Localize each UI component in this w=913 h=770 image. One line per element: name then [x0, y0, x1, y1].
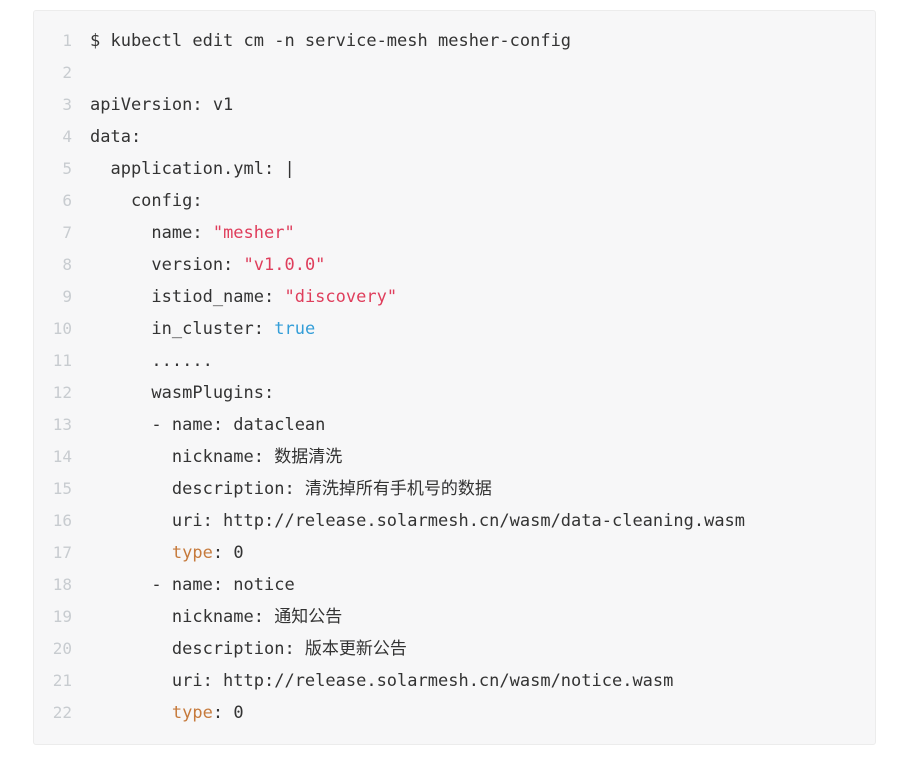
line-number: 1	[62, 31, 72, 50]
code-token-plain: : 0	[212, 703, 244, 723]
line-number: 2	[62, 63, 72, 82]
line-number: 7	[62, 223, 72, 242]
code-text: version: "v1.0.0"	[72, 249, 325, 281]
code-token-plain: - name: dataclean	[90, 415, 326, 435]
code-line: 18 - name: notice	[34, 569, 875, 601]
code-text: $ kubectl edit cm -n service-mesh mesher…	[72, 25, 571, 57]
code-token-plain: version:	[90, 255, 244, 275]
line-number: 14	[52, 447, 72, 466]
code-line: 7 name: "mesher"	[34, 217, 875, 249]
code-text: apiVersion: v1	[72, 89, 233, 121]
line-number: 3	[62, 95, 72, 114]
code-token-plain: wasmPlugins:	[90, 383, 275, 403]
code-token-plain	[90, 543, 172, 563]
code-token-plain: uri: http://release.solarmesh.cn/wasm/da…	[90, 511, 746, 531]
code-line: 3 apiVersion: v1	[34, 89, 875, 121]
code-text: uri: http://release.solarmesh.cn/wasm/da…	[72, 505, 745, 537]
code-text: data:	[72, 121, 141, 153]
code-token-string: "v1.0.0"	[243, 255, 326, 275]
line-number: 8	[62, 255, 72, 274]
code-text: type: 0	[72, 697, 244, 729]
line-number: 20	[52, 639, 72, 658]
line-number: 11	[52, 351, 72, 370]
code-line: 8 version: "v1.0.0"	[34, 249, 875, 281]
code-token-plain: config:	[90, 191, 203, 211]
code-line: 11 ......	[34, 345, 875, 377]
code-block: 1 $ kubectl edit cm -n service-mesh meshe…	[33, 10, 876, 745]
code-token-plain: nickname: 通知公告	[90, 607, 343, 627]
line-number: 9	[62, 287, 72, 306]
code-token-plain: uri: http://release.solarmesh.cn/wasm/no…	[90, 671, 674, 691]
code-token-plain: istiod_name:	[90, 287, 285, 307]
code-line: 2	[34, 57, 875, 89]
code-token-plain: : 0	[212, 543, 244, 563]
code-token-plain: description: 版本更新公告	[90, 639, 407, 659]
code-line: 22 type: 0	[34, 697, 875, 729]
code-line: 14 nickname: 数据清洗	[34, 441, 875, 473]
code-text: - name: notice	[72, 569, 295, 601]
line-number: 6	[62, 191, 72, 210]
code-text: uri: http://release.solarmesh.cn/wasm/no…	[72, 665, 674, 697]
code-line: 17 type: 0	[34, 537, 875, 569]
code-token-plain: description: 清洗掉所有手机号的数据	[90, 479, 492, 499]
code-line: 10 in_cluster: true	[34, 313, 875, 345]
code-line: 6 config:	[34, 185, 875, 217]
code-token-string: "mesher"	[212, 223, 295, 243]
code-text: application.yml: |	[72, 153, 295, 185]
line-number: 19	[52, 607, 72, 626]
code-line: 19 nickname: 通知公告	[34, 601, 875, 633]
code-line: 15 description: 清洗掉所有手机号的数据	[34, 473, 875, 505]
code-line: 9 istiod_name: "discovery"	[34, 281, 875, 313]
code-token-plain: $ kubectl edit cm -n service-mesh mesher…	[90, 31, 572, 51]
code-token-plain: in_cluster:	[90, 319, 275, 339]
code-token-plain: - name: notice	[90, 575, 295, 595]
code-token-plain	[90, 703, 172, 723]
code-line: 16 uri: http://release.solarmesh.cn/wasm…	[34, 505, 875, 537]
code-line: 20 description: 版本更新公告	[34, 633, 875, 665]
code-text: description: 版本更新公告	[72, 633, 407, 665]
line-number: 22	[52, 703, 72, 722]
code-token-plain: application.yml: |	[90, 159, 295, 179]
code-text: name: "mesher"	[72, 217, 295, 249]
code-token-string: "discovery"	[284, 287, 398, 307]
code-token-plain: ......	[90, 351, 213, 371]
line-number: 4	[62, 127, 72, 146]
code-text: istiod_name: "discovery"	[72, 281, 397, 313]
code-line: 13 - name: dataclean	[34, 409, 875, 441]
code-text: in_cluster: true	[72, 313, 315, 345]
code-text: type: 0	[72, 537, 244, 569]
code-text: ......	[72, 345, 213, 377]
line-number: 12	[52, 383, 72, 402]
code-token-plain: nickname: 数据清洗	[90, 447, 343, 467]
line-number: 18	[52, 575, 72, 594]
code-text: nickname: 数据清洗	[72, 441, 342, 473]
line-number: 16	[52, 511, 72, 530]
code-text: config:	[72, 185, 203, 217]
code-line: 12 wasmPlugins:	[34, 377, 875, 409]
code-token-plain: apiVersion: v1	[90, 95, 234, 115]
code-token-plain: data:	[90, 127, 142, 147]
code-line: 5 application.yml: |	[34, 153, 875, 185]
code-line: 21 uri: http://release.solarmesh.cn/wasm…	[34, 665, 875, 697]
code-token-keyword: type	[171, 703, 213, 723]
line-number: 13	[52, 415, 72, 434]
code-token-plain: name:	[90, 223, 213, 243]
code-text: wasmPlugins:	[72, 377, 274, 409]
code-token-keyword: type	[171, 543, 213, 563]
code-token-literal: true	[274, 319, 316, 339]
line-number: 21	[52, 671, 72, 690]
code-text: description: 清洗掉所有手机号的数据	[72, 473, 492, 505]
code-text: nickname: 通知公告	[72, 601, 342, 633]
code-line: 4 data:	[34, 121, 875, 153]
line-number: 15	[52, 479, 72, 498]
line-number: 5	[62, 159, 72, 178]
code-line: 1 $ kubectl edit cm -n service-mesh meshe…	[34, 25, 875, 57]
code-text: - name: dataclean	[72, 409, 325, 441]
code-text	[72, 57, 90, 89]
line-number: 17	[52, 543, 72, 562]
line-number: 10	[52, 319, 72, 338]
